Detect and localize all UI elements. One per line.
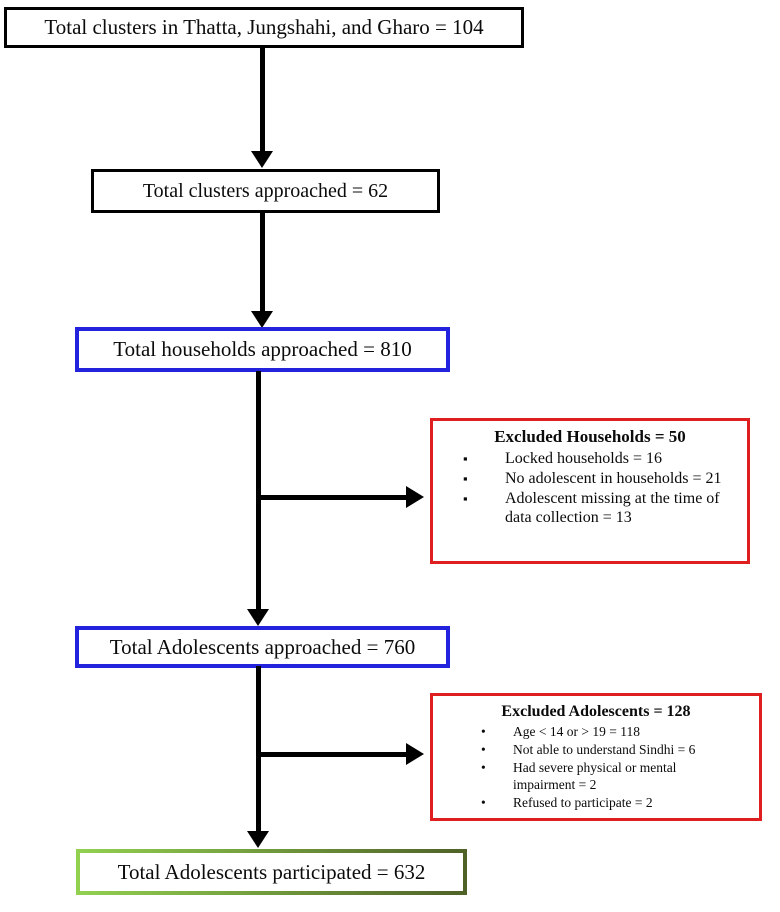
excluded-adolescents-list: Age < 14 or > 19 = 118 Not able to under… — [433, 723, 759, 812]
arrow-head-down-1 — [251, 151, 273, 168]
excluded-adolescents-box: Excluded Adolescents = 128 Age < 14 or >… — [430, 693, 762, 821]
flow-box-households-approached-label: Total households approached = 810 — [113, 337, 412, 361]
excluded-households-item: Adolescent missing at the time of data c… — [433, 489, 747, 529]
excluded-households-item: Locked households = 16 — [433, 449, 747, 469]
flow-box-total-clusters-label: Total clusters in Thatta, Jungshahi, and… — [44, 15, 484, 39]
arrow-head-right-2 — [406, 743, 424, 765]
excluded-households-title: Excluded Households = 50 — [494, 427, 686, 446]
flow-box-adolescents-participated: Total Adolescents participated = 632 — [76, 849, 467, 895]
arrow-head-down-3 — [247, 609, 269, 626]
arrow-head-down-4 — [247, 831, 269, 848]
excluded-adolescents-item: Age < 14 or > 19 = 118 — [433, 723, 759, 741]
flow-box-adolescents-participated-label: Total Adolescents participated = 632 — [117, 859, 426, 884]
flow-box-adolescents-approached-label: Total Adolescents approached = 760 — [109, 634, 416, 659]
arrow-head-right-1 — [406, 486, 424, 508]
excluded-households-box: Excluded Households = 50 Locked househol… — [430, 418, 750, 564]
branch-line-2 — [258, 752, 408, 757]
excluded-adolescents-item: Not able to understand Sindhi = 6 — [433, 741, 759, 759]
arrow-line-4 — [256, 666, 261, 832]
excluded-adolescents-item: Had severe physical or mental impairment… — [433, 759, 759, 795]
arrow-line-3 — [256, 371, 261, 611]
branch-line-1 — [258, 495, 408, 500]
flow-box-total-clusters: Total clusters in Thatta, Jungshahi, and… — [4, 7, 524, 48]
excluded-households-item: No adolescent in households = 21 — [433, 469, 747, 489]
arrow-line-2 — [260, 212, 265, 312]
arrow-head-down-2 — [251, 311, 273, 328]
flow-box-households-approached: Total households approached = 810 — [75, 327, 450, 372]
flow-box-clusters-approached-label: Total clusters approached = 62 — [142, 179, 389, 202]
excluded-households-list: Locked households = 16 No adolescent in … — [433, 449, 747, 528]
excluded-adolescents-title: Excluded Adolescents = 128 — [501, 703, 691, 720]
arrow-line-1 — [260, 47, 265, 152]
flow-box-adolescents-approached: Total Adolescents approached = 760 — [75, 626, 450, 668]
excluded-adolescents-item: Refused to participate = 2 — [433, 794, 759, 812]
flow-box-clusters-approached: Total clusters approached = 62 — [91, 169, 440, 213]
